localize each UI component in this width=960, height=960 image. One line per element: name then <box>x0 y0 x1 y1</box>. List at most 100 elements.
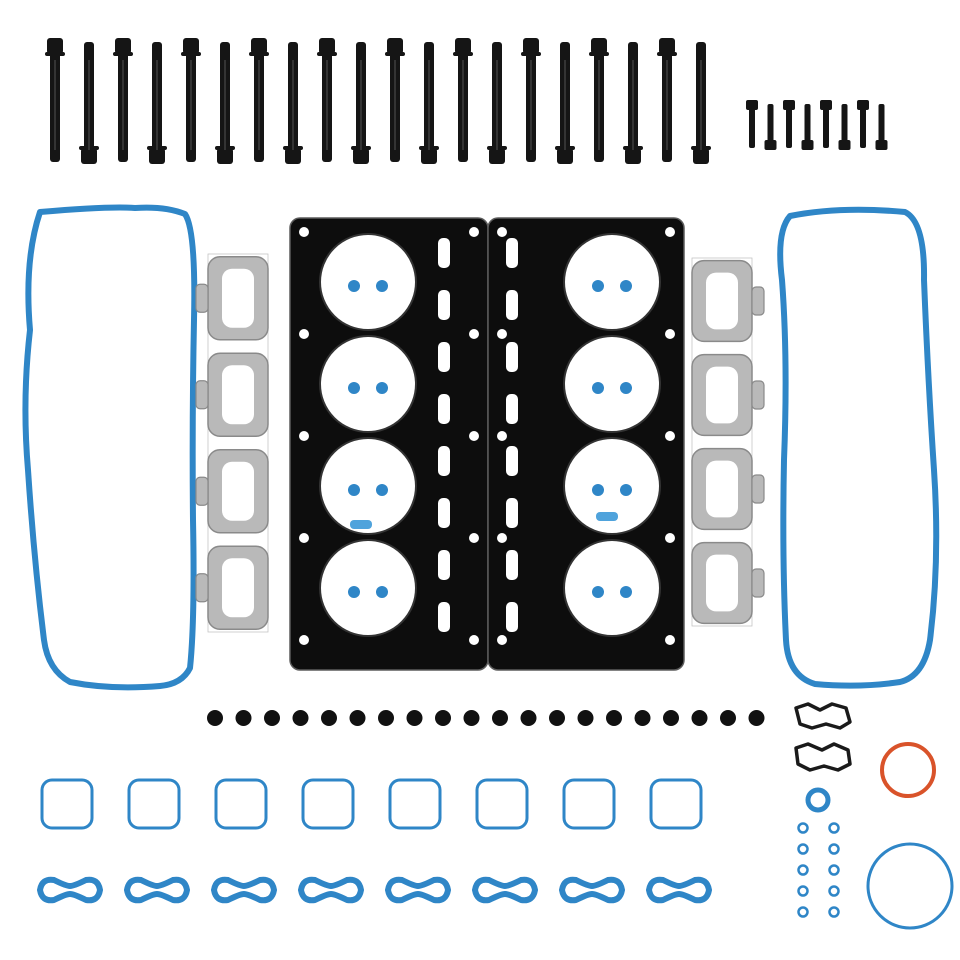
square-intake-seal <box>301 778 355 830</box>
square-intake-seal <box>649 778 703 830</box>
valve-stem-seal <box>463 710 480 726</box>
figure-eight-seal <box>472 876 538 904</box>
small-oring <box>797 885 809 897</box>
valve-seal <box>376 382 388 394</box>
valve-seal <box>620 484 632 496</box>
bolt-hole <box>299 431 309 441</box>
bolt-hole <box>299 533 309 543</box>
small-bolt <box>820 100 832 148</box>
head-bolt <box>249 38 269 162</box>
valve-stem-seal <box>264 710 280 726</box>
valve-cover-gaskets <box>22 204 940 691</box>
head-bolt <box>181 38 201 162</box>
valve-stem-seal <box>520 710 537 726</box>
valve-stem-seal <box>663 710 679 726</box>
small-oring <box>797 864 809 876</box>
small-oring <box>828 906 840 918</box>
head-bolt <box>113 38 133 162</box>
valve-stem-seal <box>634 710 651 726</box>
head-bolt <box>487 42 507 164</box>
square-intake-seal <box>127 778 181 830</box>
valve-stem-seal <box>435 710 451 726</box>
valve-stem-seal <box>492 710 508 726</box>
orange-oring <box>880 742 936 798</box>
head-bolt <box>147 42 167 164</box>
head-bolt <box>419 42 439 164</box>
coolant-slot <box>438 446 450 476</box>
coolant-slot <box>438 342 450 372</box>
figure-eight-seal <box>298 876 364 904</box>
valve-stem-seal <box>321 710 337 726</box>
figure-eight-seal <box>385 876 451 904</box>
exhaust-port-hole <box>222 365 254 425</box>
head-bolt <box>555 42 575 164</box>
head-bolt <box>589 38 609 162</box>
intake-square-seal-row <box>40 778 703 830</box>
valve-stem-seal <box>349 710 366 726</box>
exhaust-port-hole <box>706 554 738 612</box>
coolant-slot <box>506 550 518 580</box>
valve-seal <box>592 382 604 394</box>
valve-stem-seal <box>691 710 708 726</box>
small-bolt <box>764 104 777 150</box>
exhaust-manifold-gaskets <box>195 253 765 633</box>
head-bolt <box>45 38 65 162</box>
valve-stem-seal <box>720 710 736 726</box>
valve-stem-seal <box>577 710 594 726</box>
exhaust-port-hole <box>706 460 738 518</box>
valve-seal <box>348 382 360 394</box>
exhaust-gasket-left <box>195 253 269 633</box>
blue-tab <box>350 520 372 529</box>
bolt-hole <box>497 329 507 339</box>
cylinder-bore <box>563 539 661 637</box>
head-bolt <box>657 38 677 162</box>
figure-eight-seal <box>559 876 625 904</box>
figure-eight-seal <box>37 876 103 904</box>
coolant-slot <box>506 394 518 424</box>
bolt-hole <box>299 329 309 339</box>
bolt-hole <box>665 635 675 645</box>
small-bolt <box>746 100 758 148</box>
bolt-hole <box>665 431 675 441</box>
bolt-hole <box>299 635 309 645</box>
head-bolt-row <box>45 38 711 164</box>
square-intake-seal <box>40 778 94 830</box>
valve-seal <box>376 586 388 598</box>
bolt-hole <box>469 329 479 339</box>
bolt-hole <box>497 227 507 237</box>
valve-stem-seal <box>207 710 223 726</box>
head-bolt <box>351 42 371 164</box>
small-bolt-cluster <box>746 100 888 150</box>
head-bolt <box>453 38 473 162</box>
small-oring <box>797 906 809 918</box>
valve-stem-seal <box>549 710 565 726</box>
cylinder-bore <box>319 539 417 637</box>
large-blue-oring <box>866 842 954 930</box>
small-oring <box>828 822 840 834</box>
coolant-slot <box>506 602 518 632</box>
coolant-slot <box>506 290 518 320</box>
head-bolt <box>215 42 235 164</box>
valve-cover-gasket-left <box>22 204 198 691</box>
bolt-hole <box>497 431 507 441</box>
cylinder-bore <box>319 437 417 535</box>
valve-seal <box>376 484 388 496</box>
coolant-slot <box>506 498 518 528</box>
coolant-slot <box>438 498 450 528</box>
valve-seal <box>620 280 632 292</box>
figure-eight-seal <box>211 876 277 904</box>
valve-seal <box>592 280 604 292</box>
coolant-slot <box>438 394 450 424</box>
valve-stem-seal <box>406 710 423 726</box>
small-bolt <box>838 104 851 150</box>
bolt-hole <box>469 635 479 645</box>
head-bolt <box>79 42 99 164</box>
bracket-gasket-top <box>794 702 852 730</box>
coolant-slot <box>506 238 518 268</box>
small-bolt <box>875 104 888 150</box>
blue-tab <box>596 512 618 521</box>
small-bolt <box>857 100 869 148</box>
figure-eight-seal <box>646 876 712 904</box>
coolant-slot <box>438 238 450 268</box>
